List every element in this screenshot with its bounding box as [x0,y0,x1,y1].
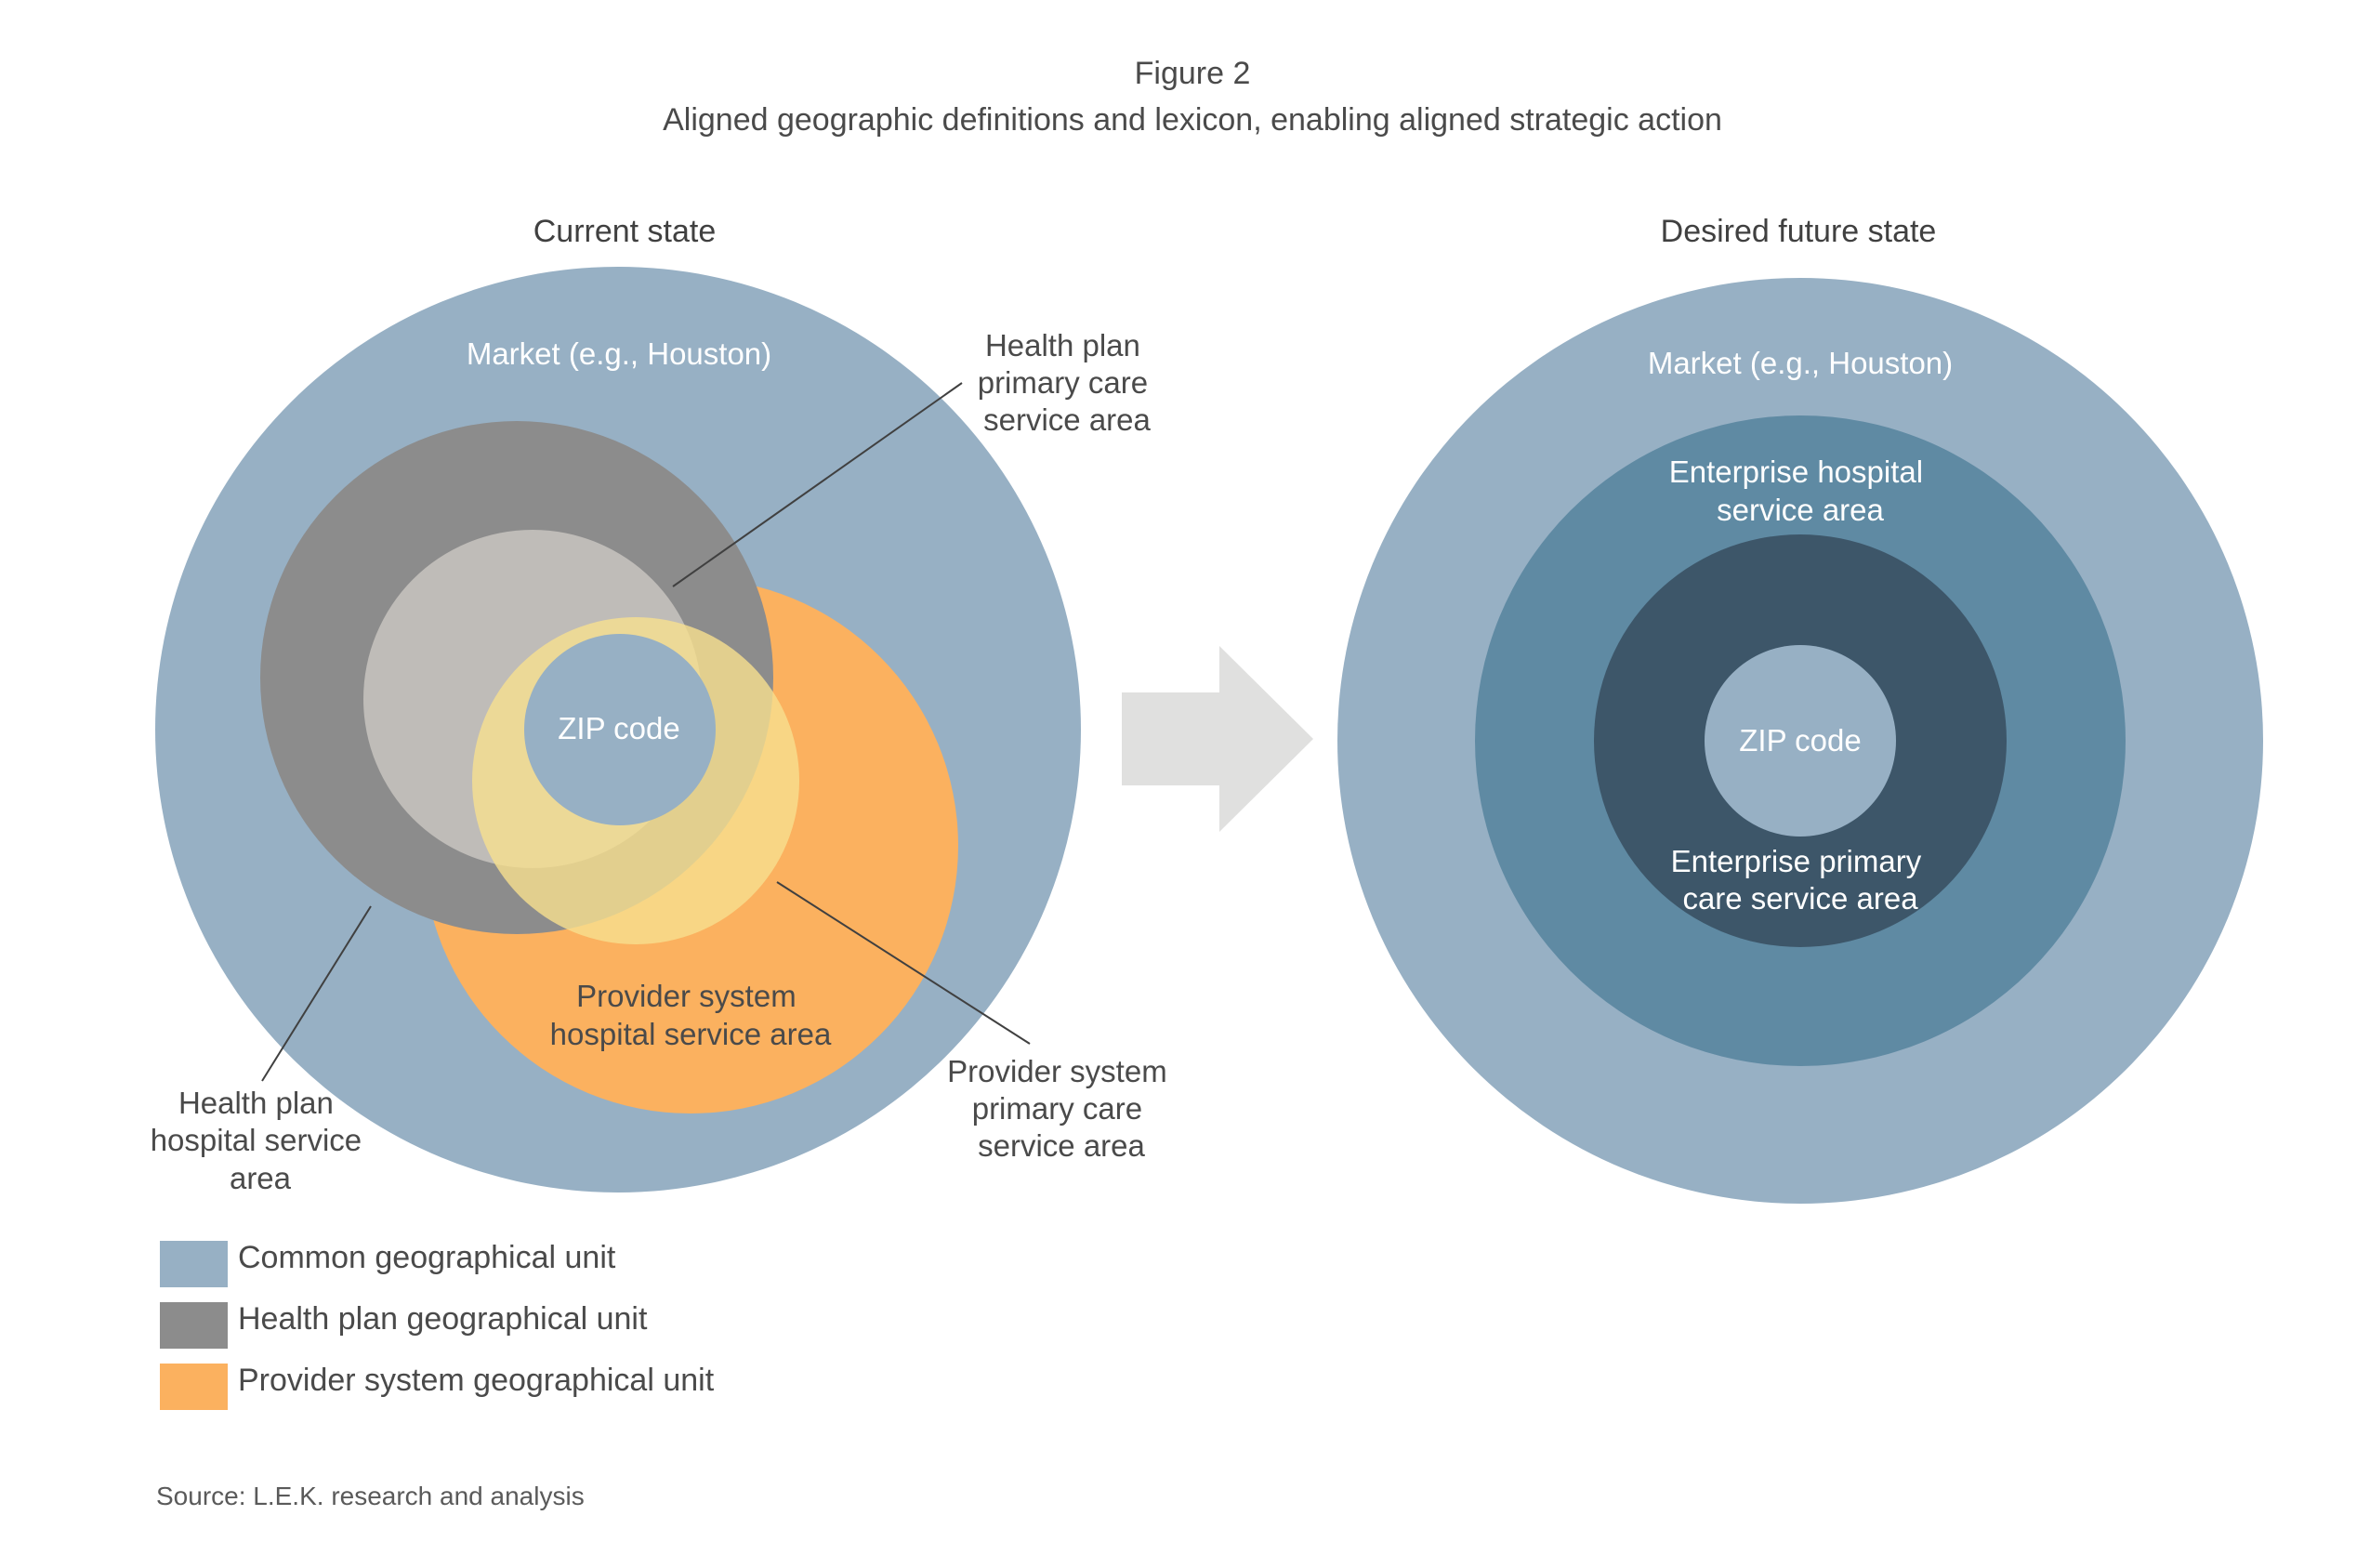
zip-label-current: ZIP code [558,711,679,745]
legend-swatch-health-plan [160,1302,228,1349]
zip-circle-current [524,634,716,825]
leader-line-hp-hospital [261,905,372,1082]
leader-line-ps-primary [776,881,1031,1045]
current-state-heading: Current state [533,214,717,249]
figure-label: Figure 2 [1135,56,1251,91]
source-note: Source: L.E.K. research and analysis [156,1482,585,1510]
legend: Common geographical unit Health plan geo… [160,1240,715,1410]
future-state-heading: Desired future state [1661,214,1937,249]
future-state-diagram: Desired future state Market (e.g., Houst… [1337,214,2263,1204]
enterprise-hospital-label: Enterprise hospital service area [1669,455,1932,527]
leader-line-hp-primary [672,382,963,587]
legend-label-health-plan: Health plan geographical unit [238,1301,648,1337]
market-label-future: Market (e.g., Houston) [1648,346,1953,380]
legend-label-provider: Provider system geographical unit [238,1363,715,1398]
transition-arrow-icon [1122,646,1313,832]
zip-circle-future [1705,645,1896,837]
legend-swatch-provider [160,1364,228,1410]
hp-primary-label: Health plan primary care service area [978,328,1157,437]
hp-hospital-label: Health plan hospital service area [151,1086,371,1195]
legend-label-common: Common geographical unit [238,1240,616,1275]
ps-primary-label: Provider system primary care service are… [947,1054,1176,1163]
legend-swatch-common [160,1241,228,1287]
market-label-current: Market (e.g., Houston) [467,336,771,371]
current-state-diagram: Current state Market (e.g., Houston) ZIP… [151,214,1176,1195]
enterprise-primary-label: Enterprise primary care service area [1671,844,1930,916]
figure-title: Aligned geographic definitions and lexic… [663,102,1722,138]
zip-label-future: ZIP code [1739,723,1861,758]
ps-hospital-label: Provider system hospital service area [550,979,832,1051]
